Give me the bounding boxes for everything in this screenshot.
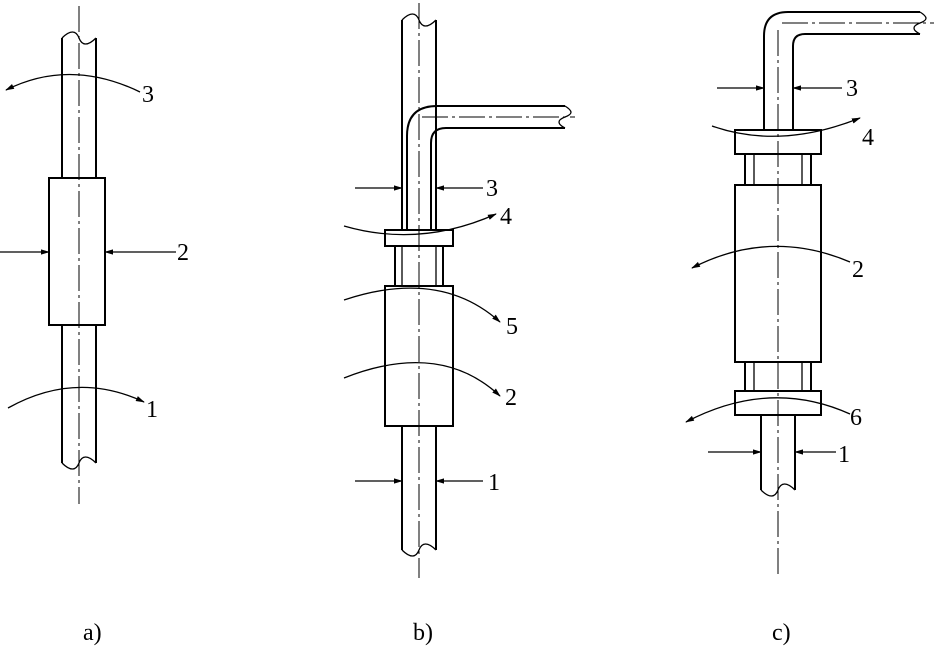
panel-a-upper-pipe-break [61, 31, 97, 45]
panel-c-arrow-6 [685, 397, 851, 423]
panel-a-caption: a) [83, 620, 102, 646]
panel-a-label-3: 3 [142, 82, 154, 108]
panel-b-branch-break [558, 105, 572, 129]
panel-b: 3 4 5 2 1 b) [343, 3, 575, 646]
panel-b-bend-inner [430, 127, 565, 230]
panel-a-label-2: 2 [177, 240, 189, 266]
panel-a-lower-pipe-break [61, 456, 97, 470]
panel-b-label-2: 2 [505, 385, 517, 411]
panel-b-arrow-2 [343, 362, 501, 397]
panel-c-lower-pipe-break [760, 483, 796, 497]
panel-c-upper-collar [734, 129, 822, 155]
panel-c-body [734, 184, 822, 363]
panel-a-arrow-3 [5, 73, 141, 93]
panel-a-arrow-1 [7, 386, 145, 409]
panel-b-arrow-4 [343, 213, 497, 236]
panel-c-branch-break [913, 11, 927, 35]
panel-c-label-4: 4 [862, 125, 874, 151]
panel-c-label-6: 6 [850, 405, 862, 431]
panel-b-label-5: 5 [506, 314, 518, 340]
panel-a-label-1: 1 [146, 397, 158, 423]
panel-b-lower-pipe-break [401, 543, 437, 557]
panel-c-label-2: 2 [852, 257, 864, 283]
panel-a-sleeve [48, 177, 106, 326]
panel-c-arrow-4 [711, 117, 861, 137]
panel-c-arrow-2 [691, 245, 851, 269]
panel-b-top-pipe-break [401, 13, 437, 27]
panel-c-label-1: 1 [838, 442, 850, 468]
panel-b-label-4: 4 [500, 204, 512, 230]
panel-c-bend-inner [792, 33, 920, 130]
panel-b-collar [384, 229, 454, 247]
panel-b-label-1: 1 [488, 470, 500, 496]
panel-c-caption: c) [772, 620, 791, 646]
panel-b-arrow-5 [343, 287, 501, 323]
panel-c-label-3: 3 [846, 76, 858, 102]
panel-b-body [384, 285, 454, 427]
panel-a: 3 2 1 a) [0, 6, 189, 646]
panel-c-bend-outer [763, 11, 920, 130]
panel-c: 3 4 2 6 1 c) [685, 11, 934, 646]
panel-b-label-3: 3 [486, 176, 498, 202]
panel-b-caption: b) [413, 620, 433, 646]
panel-b-bend-outer [406, 105, 565, 230]
